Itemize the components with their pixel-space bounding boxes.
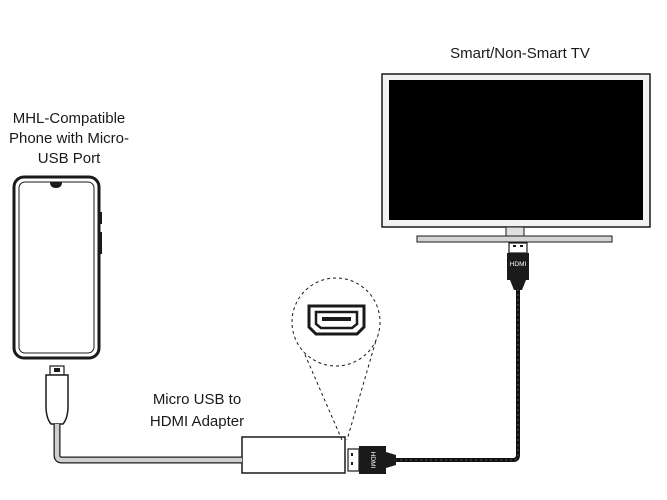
hdmi-plug-metal [508,242,528,254]
port-magnifier [291,277,381,441]
phone-label: MHL-Compatible Phone with Micro- USB Por… [0,109,138,169]
hdmi-plug-label-h: HDMI [369,452,376,469]
micro-usb-body [45,374,69,425]
hdmi-plug-strain-relief [510,280,526,290]
hdmi-plug-strain-relief-h [386,452,396,468]
phone-screen [18,181,95,354]
tv-stand-neck [505,226,525,237]
phone-button-2 [99,232,102,254]
tv-screen [389,80,643,220]
hdmi-plug-label: HDMI [510,261,527,268]
adapter-box [241,436,346,474]
phone-label-line-3: USB Port [37,150,101,167]
hdmi-plug-metal-h [347,448,360,472]
hdmi-port-tongue [322,317,351,321]
hdmi-connector-adapter: HDMI [347,446,396,474]
adapter-label-line-1: Micro USB to [152,391,242,408]
tv-stand-base [416,235,613,243]
phone-button-1 [99,212,102,224]
tv [381,73,651,243]
phone-notch [50,182,62,188]
phone-label-line-1: MHL-Compatible [12,110,126,127]
tv-label: Smart/Non-Smart TV [450,45,590,62]
adapter-label-line-2: HDMI Adapter [149,413,245,430]
phone [12,175,102,360]
phone-label-line-2: Phone with Micro- [8,130,130,147]
micro-usb-connector [45,365,69,425]
hdmi-cable [395,289,520,462]
hdmi-connector-tv: HDMI [507,242,529,290]
hdmi-plug-body-h [359,446,386,474]
magnifier-line-right [346,329,380,441]
hdmi-plug-body [507,253,529,280]
adapter-label: Micro USB to HDMI Adapter [128,389,266,433]
